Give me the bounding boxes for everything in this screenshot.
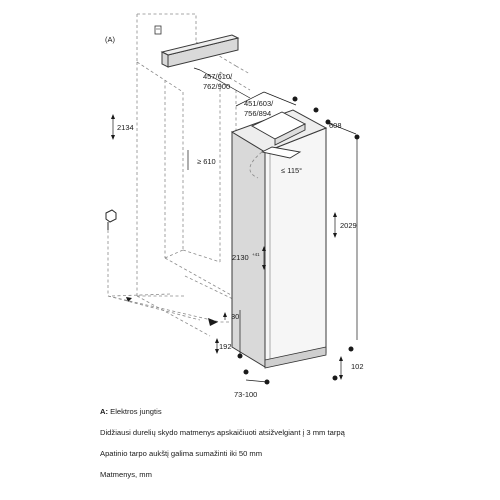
dim-niche-depth-l1: 457/610/ (203, 72, 233, 81)
dim-73-100-line (243, 369, 270, 385)
dim-2130-label: 2130 (232, 253, 249, 262)
label-a: (A) (105, 35, 116, 44)
dim-608-label: 608 (329, 121, 342, 130)
dim-unit-depth-l2: 756/894 (244, 109, 271, 118)
installation-diagram: (A) 457/610/ 762/900 451/603/ 756/894 60… (105, 13, 364, 399)
note-door-panel: Didžiausi durelių skydo matmenys apskaič… (100, 428, 345, 437)
note-bottom-gap: Apatinio tarpo aukštį galima sumažinti i… (100, 449, 263, 458)
socket-icon (154, 25, 162, 35)
dim-unit-depth-label: 451/603/ 756/894 (244, 99, 275, 118)
dim-102-line (332, 346, 354, 381)
dim-niche-depth-label: 457/610/ 762/900 (203, 72, 234, 91)
appliance (230, 109, 328, 369)
dim-102-label: 102 (351, 362, 364, 371)
dim-192-label: 192 (219, 342, 232, 351)
note-connection-key: A: (100, 407, 109, 416)
dim-niche-depth-l2: 762/900 (203, 82, 230, 91)
dim-2130-line (262, 246, 266, 270)
dim-73-100-label: 73-100 (234, 390, 257, 399)
top-vent-block (160, 34, 240, 68)
note-connection-text: Elektros jungtis (108, 407, 162, 416)
notes-block: A: Elektros jungtis Didžiausi durelių sk… (100, 406, 490, 490)
dim-unit-depth-line (235, 91, 319, 113)
note-connection: A: Elektros jungtis (100, 406, 490, 427)
dim-30-line (223, 312, 227, 320)
cable-arrow-2 (126, 297, 132, 302)
dim-niche-depth-line (193, 67, 251, 99)
dim-192-line (215, 310, 243, 359)
dim-unit-depth-l1: 451/603/ (244, 99, 274, 108)
dim-2130-tol: +41 (252, 252, 260, 257)
dim-2029-label: 2029 (340, 221, 357, 230)
dim-30-label: 30 (231, 312, 239, 321)
electrical-connection (105, 209, 236, 323)
dim-608-line (325, 119, 360, 340)
dim-2029-line (333, 212, 337, 238)
cable-arrow (208, 318, 218, 326)
dim-2134-label: 2134 (117, 123, 134, 132)
dim-610-label: ≥ 610 (197, 157, 216, 166)
dim-2134-line (111, 114, 115, 140)
note-units: Matmenys, mm (100, 470, 152, 479)
dim-angle-label: ≤ 115° (281, 166, 302, 175)
